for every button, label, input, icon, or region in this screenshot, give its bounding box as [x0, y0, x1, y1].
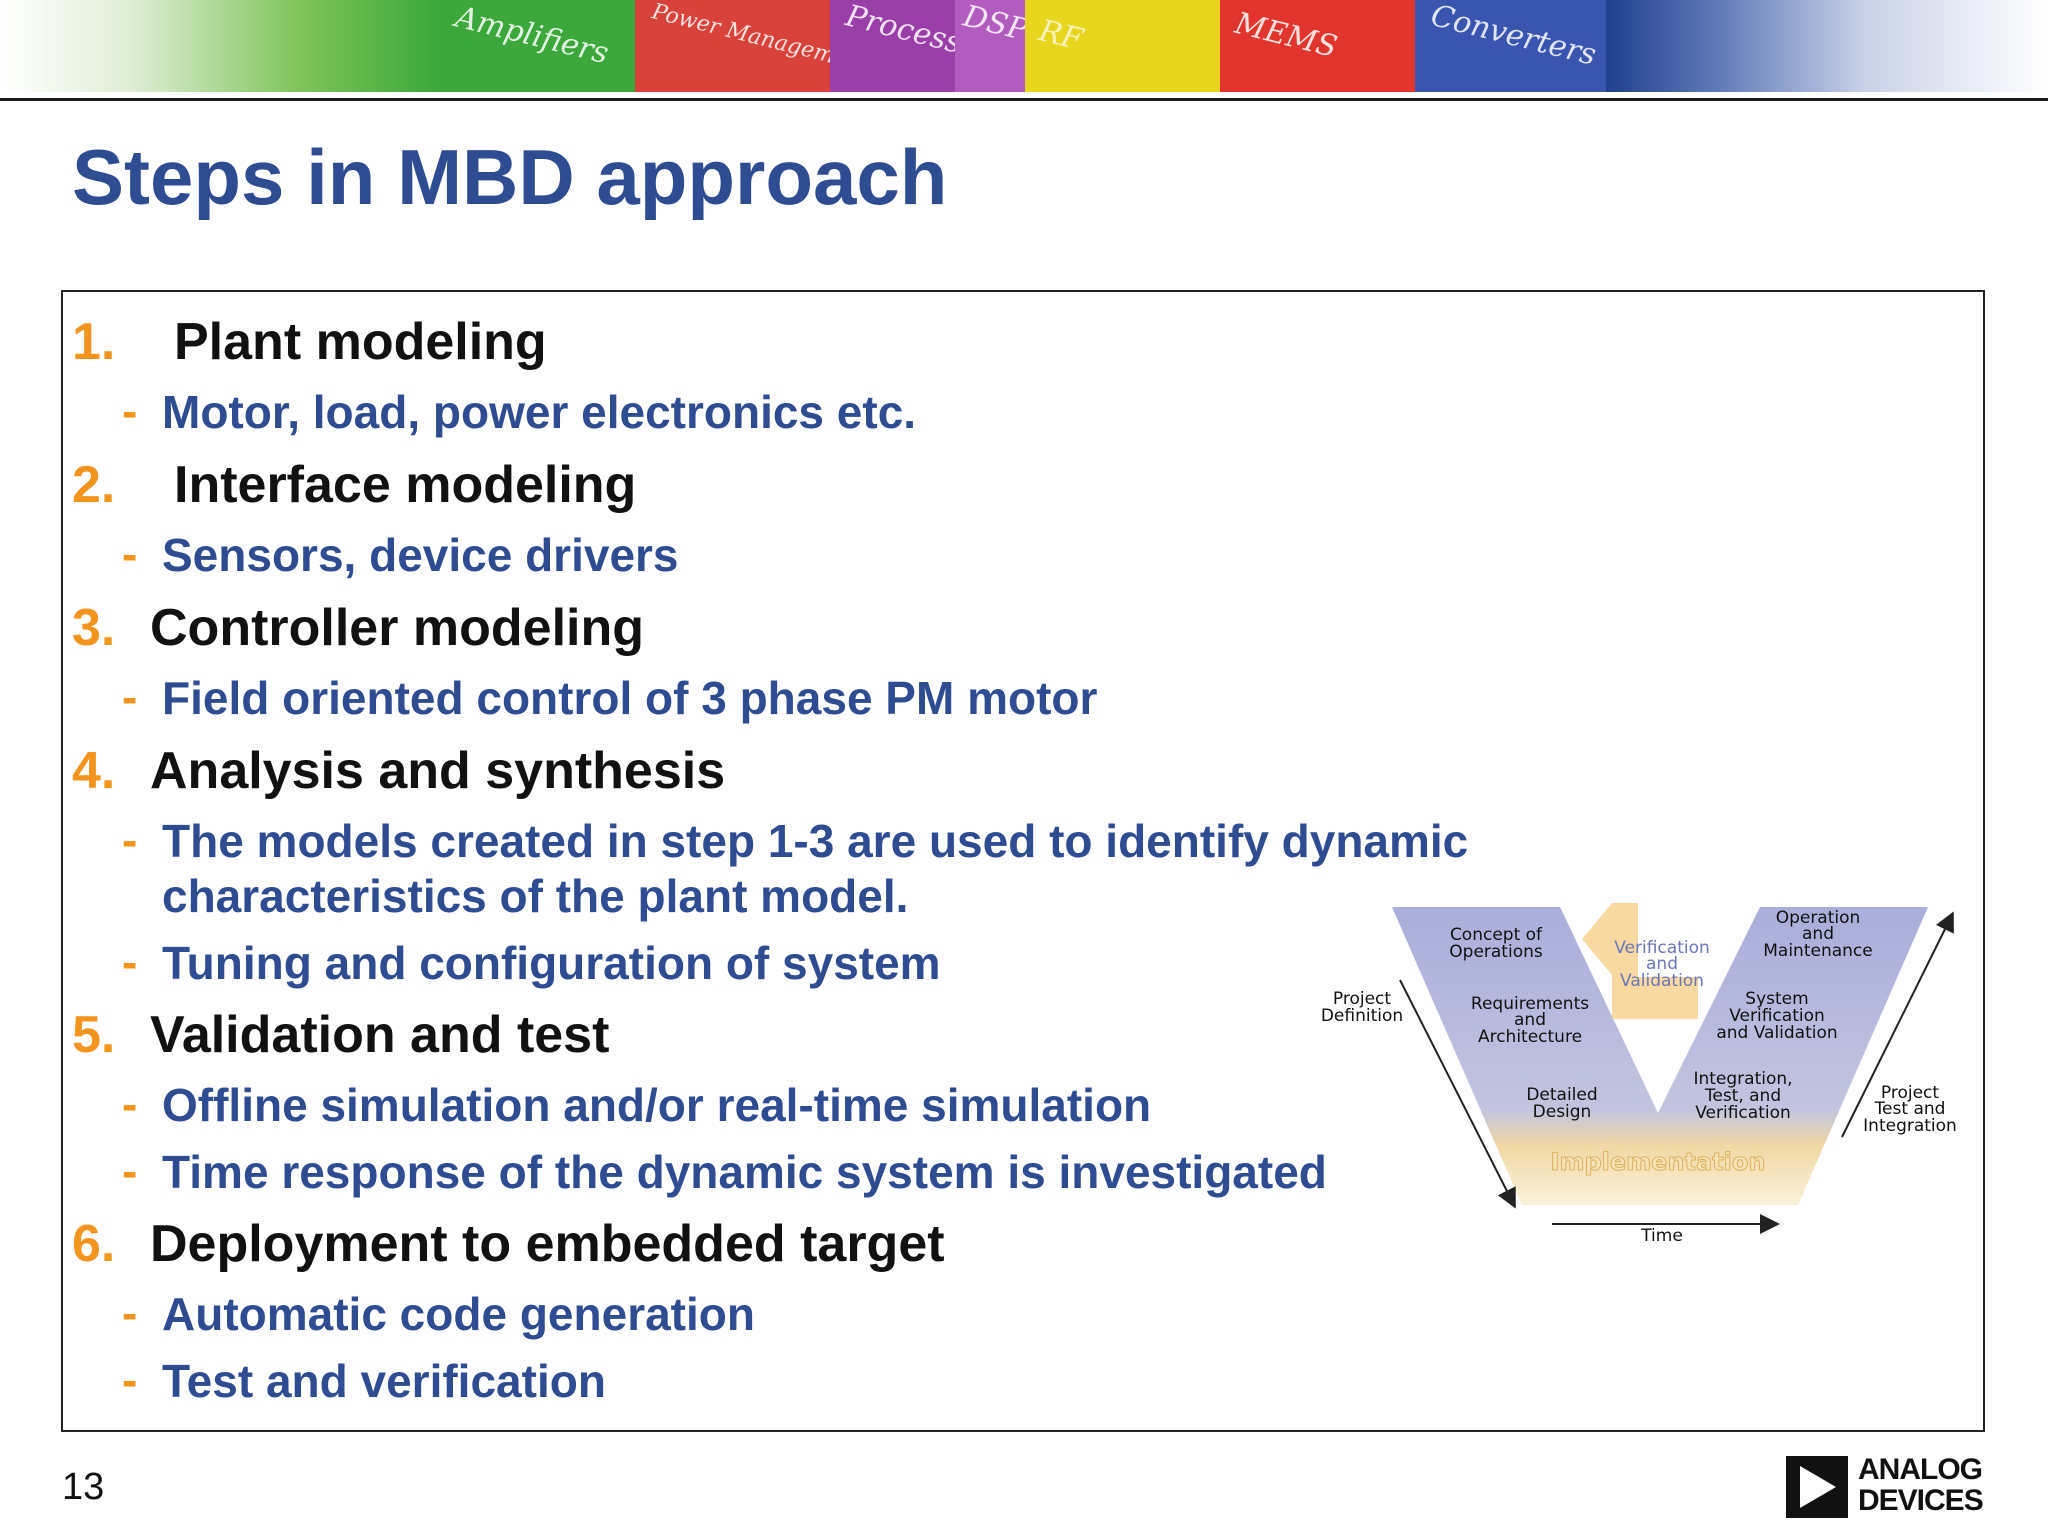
step-title: Validation and test	[150, 1006, 610, 1064]
logo-text: ANALOG DEVICES	[1858, 1453, 1984, 1517]
step-detail: Automatic code generation	[162, 1288, 755, 1340]
v-shape	[1392, 907, 1928, 1205]
step-number: 5.	[72, 1006, 116, 1064]
step-number: 4.	[72, 742, 116, 800]
step-detail-continuation: characteristics of the plant model.	[162, 870, 909, 922]
step-title: Deployment to embedded target	[150, 1215, 945, 1273]
step-number: 6.	[72, 1215, 116, 1273]
step-detail: Tuning and configuration of system	[162, 937, 941, 989]
operation-label-2: and	[1802, 924, 1834, 944]
system-verification-label-2: Verification	[1729, 1006, 1825, 1026]
banner-tile-amplifiers: Amplifiers	[440, 0, 635, 92]
implementation-label: Implementation	[1551, 1148, 1766, 1176]
v-model-diagram: Concept of Operations Requirements and A…	[1321, 903, 1957, 1246]
detailed-design-label-2: Design	[1533, 1102, 1592, 1122]
project-test-label-2: Test and	[1874, 1099, 1946, 1119]
sub-bullet: -	[122, 385, 138, 437]
step-number: 1.	[72, 313, 116, 371]
content-frame	[61, 290, 1985, 1432]
banner-fade	[1606, 0, 2048, 92]
project-test-arrow	[1841, 911, 1954, 1138]
verification-label-1: Verification	[1614, 938, 1710, 958]
project-definition-arrow	[1399, 979, 1516, 1209]
integration-label-2: Test, and	[1704, 1086, 1781, 1106]
integration-label-3: Verification	[1695, 1103, 1791, 1123]
sub-bullet: -	[122, 814, 138, 866]
slide-title: Steps in MBD approach	[72, 133, 948, 221]
concept-label-1: Concept of	[1450, 925, 1543, 945]
step-detail: Offline simulation and/or real-time simu…	[162, 1079, 1152, 1131]
requirements-label-2: and	[1514, 1010, 1546, 1030]
step-title: Controller modeling	[150, 599, 644, 657]
banner-tile-rf: RF	[1025, 0, 1220, 92]
step-detail: Time response of the dynamic system is i…	[162, 1146, 1327, 1198]
sub-bullet: -	[122, 671, 138, 723]
project-test-label-3: Integration	[1863, 1116, 1957, 1136]
operation-label-1: Operation	[1776, 908, 1861, 928]
project-definition-label-1: Project	[1333, 989, 1391, 1009]
sub-bullet: -	[122, 936, 138, 988]
step-number: 3.	[72, 599, 116, 657]
requirements-label-3: Architecture	[1478, 1027, 1582, 1047]
sub-bullet: -	[122, 1145, 138, 1197]
logo-triangle-icon	[1786, 1456, 1848, 1518]
banner-tile-power-management: Power Management	[635, 0, 830, 92]
step-title: Analysis and synthesis	[150, 742, 726, 800]
system-verification-label-1: System	[1745, 989, 1808, 1009]
detailed-design-label-1: Detailed	[1526, 1085, 1597, 1105]
step-number: 2.	[72, 456, 116, 514]
page-number: 13	[62, 1466, 105, 1508]
verification-arrow	[1582, 903, 1698, 1019]
sub-bullet: -	[122, 1287, 138, 1339]
time-label: Time	[1640, 1226, 1683, 1246]
verification-label-2: and	[1646, 954, 1678, 974]
step-detail: Motor, load, power electronics etc.	[162, 386, 917, 438]
sub-bullet: -	[122, 528, 138, 580]
banner-tile-mems: MEMS	[1220, 0, 1415, 92]
step-title: Interface modeling	[174, 456, 637, 514]
step-detail: Test and verification	[162, 1355, 606, 1407]
sub-bullet: -	[122, 1354, 138, 1406]
system-verification-label-3: and Validation	[1716, 1023, 1837, 1043]
project-definition-label-2: Definition	[1321, 1006, 1403, 1026]
sub-bullet: -	[122, 1078, 138, 1130]
operation-label-3: Maintenance	[1763, 941, 1872, 961]
step-detail: Field oriented control of 3 phase PM mot…	[162, 672, 1098, 724]
step-detail: Sensors, device drivers	[162, 529, 679, 581]
verification-label-3: Validation	[1620, 971, 1704, 991]
step-title: Plant modeling	[174, 313, 547, 371]
concept-label-2: Operations	[1449, 942, 1543, 962]
requirements-label-1: Requirements	[1471, 994, 1589, 1014]
header-rule	[0, 98, 2048, 101]
banner-tile-dsp: DSP	[955, 0, 1025, 92]
integration-label-1: Integration,	[1693, 1069, 1792, 1089]
project-test-label-1: Project	[1881, 1083, 1939, 1103]
banner-tile-converters: Converters	[1415, 0, 1606, 92]
step-detail: The models created in step 1-3 are used …	[162, 815, 1469, 867]
analog-devices-logo: ANALOG DEVICES	[1786, 1454, 1992, 1520]
